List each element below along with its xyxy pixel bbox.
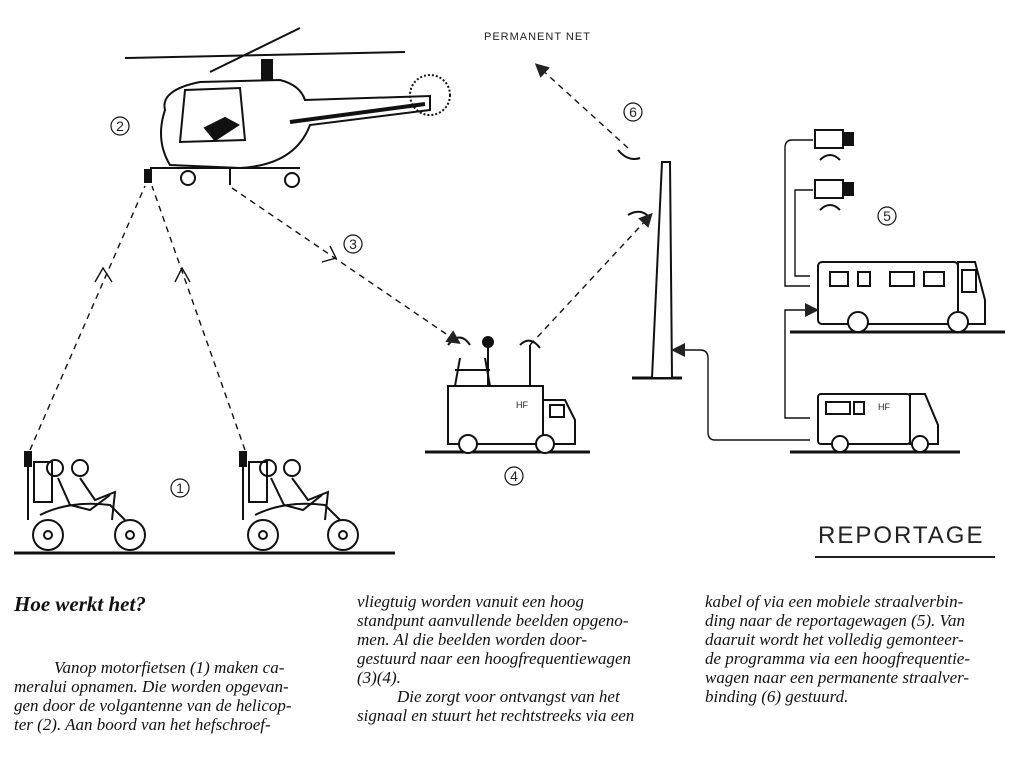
hf-van-icon	[817, 393, 939, 453]
cable-lines	[671, 139, 819, 441]
col2-line-6: Die zorgt voor ontvangst van het	[397, 687, 620, 706]
article-column-1: Vanop motorfietsen (1) maken ca- meralui…	[14, 658, 329, 734]
hf-van-label: HF	[878, 402, 890, 412]
col3-line-1: kabel of via een mobiele straalverbin-	[705, 592, 964, 611]
upward-arrow-marks	[94, 245, 338, 283]
article-column-3: kabel of via een mobiele straalverbin- d…	[705, 592, 1020, 706]
motorcycle-icon-2	[239, 451, 359, 551]
signal-path-mast-net	[534, 63, 629, 149]
reportage-underline	[815, 556, 995, 558]
col3-line-4: de programma via een hoogfrequentie-	[705, 649, 971, 668]
signal-path-moto2-heli	[151, 185, 246, 451]
col2-line-4: gestuurd naar een hoogfrequentiewagen	[357, 649, 632, 668]
col3-line-2: ding naar de reportagewagen (5). Van	[705, 611, 966, 630]
number-label-4: 4	[510, 468, 518, 484]
cable-hfvan-mast	[671, 343, 810, 441]
article-column-2: vliegtuig worden vanuit een hoog standpu…	[357, 592, 672, 725]
col1-line-1: Vanop motorfietsen (1) maken ca-	[54, 658, 285, 677]
col3-line-6: binding (6) gestuurd.	[705, 687, 849, 706]
signal-path-truck-mast	[529, 212, 653, 346]
number-badge-2	[110, 116, 130, 136]
number-label-6: 6	[629, 104, 637, 120]
col1-line-2: meralui opnamen. Die worden opgevan-	[14, 677, 289, 696]
number-badge-5	[877, 206, 897, 226]
number-badge-6	[623, 102, 643, 122]
col2-line-1: vliegtuig worden vanuit een hoog	[357, 592, 584, 611]
col3-line-3: daaruit wordt het volledig gemonteer-	[705, 630, 964, 649]
col2-line-5: (3)(4).	[357, 668, 401, 687]
number-badge-1	[170, 478, 190, 498]
helicopter-icon	[124, 27, 451, 188]
col2-line-2: standpunt aanvullende beelden opgeno-	[357, 611, 629, 630]
col2-line-3: men. Al die beelden worden door-	[357, 630, 588, 649]
reportage-van-icon	[817, 261, 986, 333]
cable-cameras-van	[784, 139, 813, 287]
camera-icon-2	[814, 179, 854, 211]
number-label-1: 1	[176, 480, 184, 496]
reportage-heading: REPORTAGE	[818, 522, 985, 549]
col1-line-4: ter (2). Aan boord van het hefschroef-	[14, 715, 271, 734]
signal-paths	[29, 63, 653, 451]
number-badge-3	[343, 234, 363, 254]
number-label-2: 2	[116, 118, 124, 134]
signal-path-heli-truck	[231, 187, 461, 344]
relay-mast-icon	[617, 149, 674, 379]
article-title: Hoe werkt het?	[14, 592, 146, 616]
col1-line-3: gen door de volgantenne van de helicop-	[14, 696, 292, 715]
signal-path-moto1-heli	[29, 185, 146, 451]
number-badge-4	[504, 466, 524, 486]
col2-line-7: signaal en stuurt het rechtstreeks via e…	[357, 706, 635, 725]
hf-truck-label: HF	[516, 400, 528, 410]
camera-icon-1	[814, 129, 854, 161]
number-label-5: 5	[883, 208, 891, 224]
motorcycle-icon-1	[24, 451, 146, 551]
broadcast-diagram: PERMANENT NET 1 2 3 4 5 6 HF HF	[14, 27, 1005, 555]
label-permanent-net: PERMANENT NET	[484, 31, 591, 43]
cable-hfvan-reportage	[784, 303, 819, 419]
col3-line-5: wagen naar een permanente straalver-	[705, 668, 970, 687]
hf-truck-icon	[447, 336, 576, 454]
number-label-3: 3	[349, 236, 357, 252]
